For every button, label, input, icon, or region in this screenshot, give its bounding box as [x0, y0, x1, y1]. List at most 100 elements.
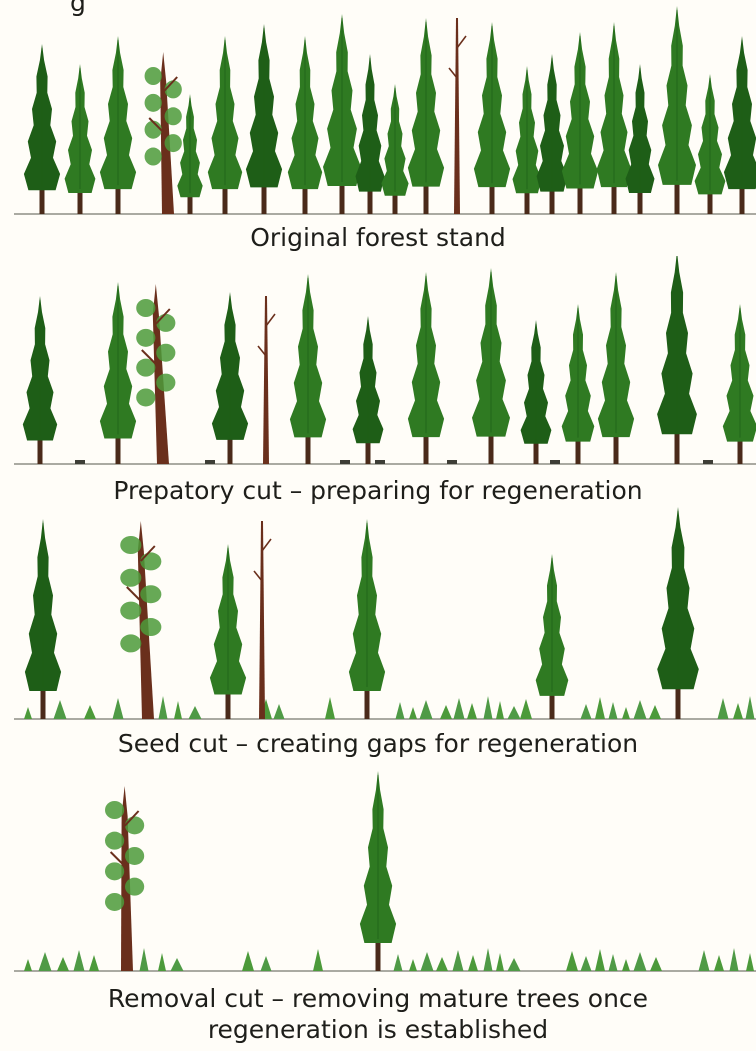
conifer-tree — [177, 92, 202, 214]
sapling — [634, 700, 647, 719]
sapling — [24, 959, 32, 971]
sapling — [595, 697, 605, 719]
conifer-tree — [695, 72, 726, 214]
conifer-tree — [537, 52, 568, 214]
caption-seed-cut: Seed cut – creating gaps for regeneratio… — [0, 728, 756, 759]
conifer-tree — [536, 552, 569, 719]
conifer-tree — [356, 52, 385, 214]
sapling — [467, 703, 477, 719]
conifer-tree — [562, 30, 598, 214]
sapling — [39, 952, 52, 971]
sapling — [409, 707, 417, 719]
sapling — [730, 948, 739, 971]
conifer-tree — [521, 318, 552, 464]
sapling — [171, 958, 184, 971]
conifer-tree — [381, 82, 408, 214]
caption-preparatory-cut: Prepatory cut – preparing for regenerati… — [0, 475, 756, 506]
sapling — [313, 949, 323, 971]
stump — [340, 460, 350, 464]
conifer-tree — [100, 34, 136, 214]
snag-tree — [136, 284, 175, 464]
sapling — [174, 701, 182, 719]
conifer-tree — [288, 34, 322, 214]
panel-preparatory-cut — [0, 256, 756, 472]
sapling — [609, 702, 618, 719]
sapling — [325, 697, 335, 719]
conifer-tree — [212, 290, 248, 464]
sapling — [496, 953, 504, 971]
sapling — [581, 956, 592, 971]
sapling — [440, 705, 452, 719]
sapling — [484, 696, 493, 719]
stump — [205, 460, 215, 464]
conifer-tree — [23, 294, 57, 464]
conifer-tree — [472, 266, 510, 464]
conifer-tree — [657, 256, 697, 464]
sapling — [733, 703, 743, 719]
conifer-tree — [513, 64, 542, 214]
sapling — [746, 696, 755, 719]
conifer-tree — [658, 4, 696, 214]
sapling — [54, 700, 67, 719]
conifer-tree — [408, 270, 444, 464]
conifer-tree — [100, 280, 136, 464]
conifer-tree — [408, 16, 444, 214]
sapling — [746, 953, 754, 971]
conifer-tree — [246, 22, 282, 214]
conifer-tree — [724, 34, 756, 214]
sapling — [468, 955, 478, 971]
caption-original-stand: Original forest stand — [0, 222, 756, 253]
conifer-tree — [65, 62, 96, 214]
sapling — [566, 951, 578, 971]
dead-tree — [258, 296, 275, 464]
panel-original-forest-stand — [0, 0, 756, 225]
sapling — [453, 950, 464, 971]
sapling — [113, 698, 124, 719]
conifer-tree — [626, 62, 655, 214]
conifer-tree — [24, 42, 60, 214]
sapling — [714, 955, 724, 971]
sapling — [57, 957, 69, 971]
sapling — [622, 707, 630, 719]
conifer-tree — [360, 769, 396, 971]
conifer-tree — [562, 302, 595, 464]
sapling — [394, 954, 403, 971]
sapling — [261, 956, 272, 971]
sapling — [409, 959, 417, 971]
conifer-tree — [323, 12, 361, 214]
conifer-tree — [349, 517, 385, 719]
conifer-tree — [210, 542, 246, 719]
stump — [550, 460, 560, 464]
sapling — [242, 951, 254, 971]
snag-tree — [120, 521, 161, 719]
sapling — [24, 707, 32, 719]
sapling — [421, 952, 434, 971]
stump — [703, 460, 713, 464]
conifer-tree — [474, 20, 510, 214]
sapling — [609, 954, 618, 971]
snag-tree — [105, 786, 144, 971]
sapling — [484, 948, 493, 971]
sapling — [89, 955, 99, 971]
caption-removal-cut: Removal cut – removing mature trees once — [0, 983, 756, 1014]
sapling — [74, 950, 85, 971]
sapling — [622, 959, 630, 971]
sapling — [718, 698, 729, 719]
stump — [75, 460, 85, 464]
sapling — [454, 698, 465, 719]
panel-removal-cut — [0, 768, 756, 978]
sapling — [436, 957, 448, 971]
conifer-tree — [723, 302, 756, 464]
sapling — [158, 953, 166, 971]
caption-removal-cut-line2: regeneration is established — [0, 1014, 756, 1045]
sapling — [420, 700, 433, 719]
conifer-tree — [657, 505, 699, 719]
conifer-tree — [290, 272, 326, 464]
sapling — [650, 957, 662, 971]
sapling — [189, 706, 202, 719]
dead-tree — [449, 18, 466, 214]
conifer-tree — [597, 20, 631, 214]
sapling — [595, 949, 605, 971]
sapling — [140, 948, 149, 971]
